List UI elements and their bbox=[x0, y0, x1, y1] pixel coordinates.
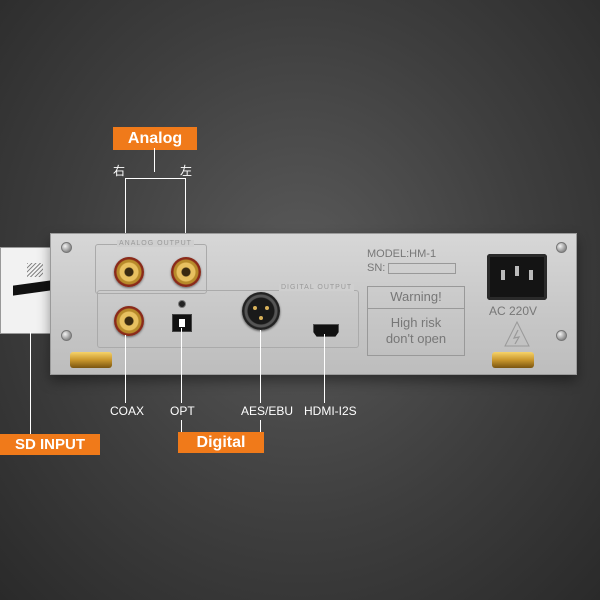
aes-lead bbox=[260, 330, 261, 403]
screw bbox=[556, 330, 567, 341]
sd-card-icon bbox=[27, 263, 43, 277]
opt-lead bbox=[181, 328, 182, 403]
screw bbox=[556, 242, 567, 253]
analog-left-lead bbox=[185, 178, 186, 256]
sn-field bbox=[388, 263, 456, 274]
analog-callout: Analog bbox=[113, 127, 197, 150]
rca-right-analog[interactable] bbox=[114, 257, 144, 287]
gold-foot-right bbox=[492, 352, 534, 368]
sd-slot bbox=[13, 280, 51, 296]
model-label: MODEL:HM-1 bbox=[367, 248, 437, 260]
sn-label: SN: bbox=[367, 262, 386, 274]
analog-right-lead bbox=[125, 178, 126, 256]
rca-left-analog[interactable] bbox=[171, 257, 201, 287]
ac-voltage-label: AC 220V bbox=[489, 304, 538, 318]
warning-line-2: don't open bbox=[385, 331, 447, 346]
analog-callout-stem bbox=[154, 148, 155, 172]
left-channel-label: 左 bbox=[180, 164, 193, 178]
iec-power-inlet[interactable] bbox=[487, 254, 547, 300]
aes-ebu-label: AES/EBU bbox=[241, 404, 294, 418]
analog-hbar bbox=[125, 178, 185, 179]
optical-port[interactable] bbox=[172, 314, 192, 332]
digital-stem-right bbox=[260, 420, 261, 432]
led-indicator bbox=[178, 300, 186, 308]
opt-label: OPT bbox=[170, 404, 195, 418]
digital-stem-left bbox=[181, 420, 182, 432]
screw bbox=[61, 242, 72, 253]
screw bbox=[61, 330, 72, 341]
sd-lead bbox=[30, 332, 31, 434]
coax-lead bbox=[125, 335, 126, 403]
digital-output-label: DIGITAL OUTPUT bbox=[279, 284, 355, 291]
coax-label: COAX bbox=[110, 404, 145, 418]
digital-output-frame bbox=[97, 290, 359, 348]
rca-coax[interactable] bbox=[114, 306, 144, 336]
hdmi-i2s-label: HDMI-I2S bbox=[304, 404, 357, 418]
right-channel-label: 右 bbox=[113, 164, 126, 178]
hdmi-i2s-port[interactable] bbox=[313, 324, 339, 337]
analog-output-label: ANALOG OUTPUT bbox=[117, 240, 194, 247]
aes-ebu-xlr-port[interactable] bbox=[242, 292, 280, 330]
gold-foot-left bbox=[70, 352, 112, 368]
hdmi-lead bbox=[324, 334, 325, 403]
high-voltage-icon bbox=[504, 320, 530, 347]
digital-callout: Digital bbox=[178, 432, 264, 453]
sd-input-callout: SD INPUT bbox=[0, 434, 100, 455]
warning-line-1: High risk bbox=[390, 315, 442, 330]
warning-box: Warning! High risk don't open bbox=[367, 286, 465, 356]
warning-title: Warning! bbox=[368, 287, 464, 309]
